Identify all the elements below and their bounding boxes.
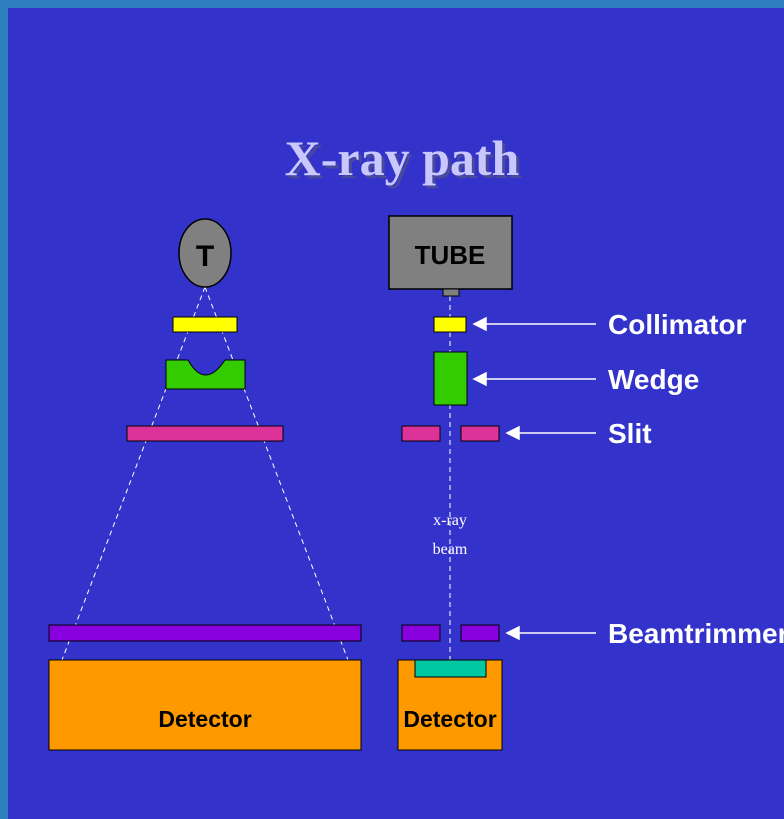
arrow-head-icon [505,625,520,641]
right-view: TUBE x-ray beam Detector [388,215,513,751]
arrow-head-icon [472,371,487,387]
fan-beam [61,286,349,661]
slit-label: Slit [608,418,652,449]
left-view: T Detector [48,218,362,751]
tube-label: TUBE [415,240,486,270]
left-detector [48,659,362,751]
left-slit [126,425,284,442]
left-collimator [172,316,238,333]
beam-label-line1: x-ray [433,512,467,529]
right-beamtrimmer-left [401,624,441,642]
tube-port [442,288,460,297]
left-beamtrimmer [48,624,362,642]
right-collimator [433,316,467,333]
beamtrimmer-label: Beamtrimmer [608,618,784,649]
page-title: X-ray path [288,133,523,189]
detector-sensor [414,659,487,678]
source-label: T [196,240,214,273]
right-beamtrimmer-right [460,624,500,642]
beam-label-line2: beam [433,541,468,558]
page-title-front: X-ray path [285,130,520,186]
left-wedge [165,359,246,390]
right-detector-label: Detector [403,706,496,732]
collimator-label: Collimator [608,309,747,340]
wedge-label: Wedge [608,364,699,395]
right-wedge [433,351,468,406]
left-detector-label: Detector [158,706,251,732]
arrow-head-icon [472,316,487,332]
arrow-head-icon [505,425,520,441]
xray-tube [388,215,513,290]
xray-source [178,218,232,288]
right-slit-right [460,425,500,442]
right-slit-left [401,425,441,442]
callouts [472,316,596,641]
